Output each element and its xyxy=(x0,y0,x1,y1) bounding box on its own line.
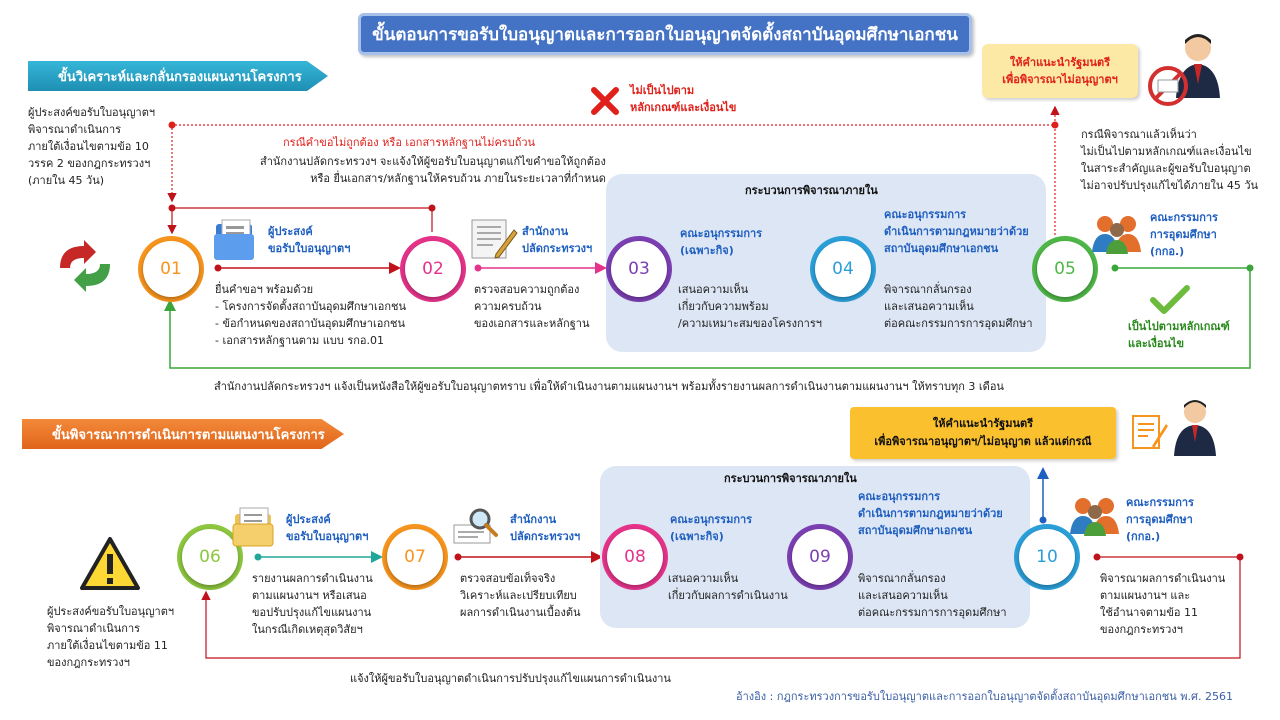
step-05-number: 05 xyxy=(1037,241,1093,297)
step-08-desc: เสนอความเห็นเกี่ยวกับผลการดำเนินงาน xyxy=(668,570,788,604)
dot-corr-b xyxy=(169,205,176,212)
step-10-label: คณะกรรมการการอุดมศึกษา(กกอ.) xyxy=(1126,494,1194,545)
step-02-desc: ตรวจสอบความถูกต้องความครบถ้วนของเอกสารแล… xyxy=(474,281,589,332)
step-07-label: สำนักงานปลัดกระทรวงฯ xyxy=(510,511,580,545)
folder-icon xyxy=(212,218,260,262)
step-02-circle: 02 xyxy=(400,236,466,302)
section2-banner: ขั้นพิจารณาการดำเนินการตามแผนงานโครงการ xyxy=(22,419,344,449)
step-04-desc: พิจารณากลั่นกรองและเสนอความเห็นต่อคณะกรร… xyxy=(884,281,1033,332)
cycle-arrows-icon xyxy=(54,238,116,294)
step-08-number: 08 xyxy=(607,529,663,585)
step-05-label: คณะกรรมการการอุดมศึกษา(กกอ.) xyxy=(1150,209,1218,260)
step-07-circle: 07 xyxy=(382,524,448,590)
step-03-label: คณะอนุกรรมการ(เฉพาะกิจ) xyxy=(680,225,762,259)
step-09-circle: 09 xyxy=(787,524,853,590)
minister-note-2: ให้คำแนะนำรัฐมนตรีเพื่อพิจารณาอนุญาตฯ/ไม… xyxy=(850,407,1116,459)
dot-05 xyxy=(1112,265,1119,272)
step-02-label: สำนักงานปลัดกระทรวงฯ xyxy=(522,223,592,257)
section1-right-note: กรณีพิจารณาแล้วเห็นว่าไม่เป็นไปตามหลักเก… xyxy=(1081,126,1258,194)
reject-x-icon xyxy=(590,86,620,116)
dot-reject-b xyxy=(169,122,176,129)
section1-bottom-note: สำนักงานปลัดกระทรวงฯ แจ้งเป็นหนังสือให้ผ… xyxy=(214,378,1004,395)
dot-05b xyxy=(1247,265,1254,272)
step-06-desc: รายงานผลการดำเนินงานตามแผนงานฯ หรือเสนอข… xyxy=(252,570,373,638)
step-06-number: 06 xyxy=(182,529,238,585)
section1-banner: ขั้นวิเคราะห์และกลั่นกรองแผนงานโครงการ xyxy=(28,61,328,91)
section1-left-note: ผู้ประสงค์ขอรับใบอนุญาตฯพิจารณาดำเนินการ… xyxy=(28,104,155,189)
panel-title-2: กระบวนการพิจารณาภายใน xyxy=(724,470,857,487)
reject-label: ไม่เป็นไปตามหลักเกณฑ์และเงื่อนไข xyxy=(630,82,736,116)
page-title: ขั้นตอนการขอรับใบอนุญาตและการออกใบอนุญาต… xyxy=(358,13,972,55)
report-icon xyxy=(1130,412,1168,452)
step-01-label: ผู้ประสงค์ขอรับใบอนุญาตฯ xyxy=(268,223,350,257)
dot-02 xyxy=(475,265,482,272)
step-10-desc: พิจารณาผลการดำเนินงานตามแผนงานฯ และใช้อำ… xyxy=(1100,570,1225,638)
step-10-number: 10 xyxy=(1019,529,1075,585)
step-02-number: 02 xyxy=(405,241,461,297)
minister-note-1: ให้คำแนะนำรัฐมนตรีเพื่อพิจารณาไม่อนุญาตฯ xyxy=(982,44,1138,98)
people-icon xyxy=(1090,212,1144,254)
step-09-label: คณะอนุกรรมการดำเนินการตามกฎหมายว่าด้วยสถ… xyxy=(858,488,1003,539)
businessman-icon-2 xyxy=(1170,396,1220,456)
dot-10 xyxy=(1094,554,1101,561)
businessman-icon xyxy=(1148,28,1228,112)
step-01-number: 01 xyxy=(143,241,199,297)
step-09-desc: พิจารณากลั่นกรองและเสนอความเห็นต่อคณะกรร… xyxy=(858,570,1007,621)
dot-10-up xyxy=(1040,517,1047,524)
step-04-number: 04 xyxy=(815,241,871,297)
section2-bottom-note: แจ้งให้ผู้ขอรับใบอนุญาตดำเนินการปรับปรุง… xyxy=(350,670,671,687)
step-03-desc: เสนอความเห็นเกี่ยวกับความพร้อม/ความเหมาะ… xyxy=(678,281,822,332)
people-icon-2 xyxy=(1068,494,1122,536)
report-folder-icon xyxy=(232,504,278,548)
incorrect-desc: สำนักงานปลัดกระทรวงฯ จะแจ้งให้ผู้ขอรับใบ… xyxy=(260,153,606,187)
dot-06 xyxy=(255,554,262,561)
step-09-number: 09 xyxy=(792,529,848,585)
document-pen-icon xyxy=(468,216,518,262)
dot-corr-a xyxy=(429,205,436,212)
incorrect-title: กรณีคำขอไม่ถูกต้อง หรือ เอกสารหลักฐานไม่… xyxy=(283,134,535,151)
magnifier-icon xyxy=(452,507,500,545)
step-01-desc: ยื่นคำขอฯ พร้อมด้วย- โครงการจัดตั้งสถาบั… xyxy=(215,281,406,349)
step-08-label: คณะอนุกรรมการ(เฉพาะกิจ) xyxy=(670,511,752,545)
dot-01 xyxy=(215,265,222,272)
step-07-desc: ตรวจสอบข้อเท็จจริงวิเคราะห์และเปรียบเทีย… xyxy=(460,570,581,621)
warning-icon xyxy=(79,536,141,592)
step-06-label: ผู้ประสงค์ขอรับใบอนุญาตฯ xyxy=(286,511,368,545)
section2-left-note: ผู้ประสงค์ขอรับใบอนุญาตฯพิจารณาดำเนินการ… xyxy=(47,603,174,671)
dot-07 xyxy=(455,554,462,561)
panel-title-1: กระบวนการพิจารณาภายใน xyxy=(745,182,878,199)
step-01-circle: 01 xyxy=(138,236,204,302)
step-03-circle: 03 xyxy=(606,236,672,302)
checkmark-icon xyxy=(1150,285,1190,315)
reference-note: อ้างอิง : กฎกระทรวงการขอรับใบอนุญาตและกา… xyxy=(736,688,1233,705)
step-03-number: 03 xyxy=(611,241,667,297)
step-07-number: 07 xyxy=(387,529,443,585)
pass-label: เป็นไปตามหลักเกณฑ์และเงื่อนไข xyxy=(1128,318,1230,352)
step-05-circle: 05 xyxy=(1032,236,1098,302)
step-08-circle: 08 xyxy=(602,524,668,590)
step-04-label: คณะอนุกรรมการดำเนินการตามกฎหมายว่าด้วยสถ… xyxy=(884,206,1029,257)
dot-10b xyxy=(1237,554,1244,561)
